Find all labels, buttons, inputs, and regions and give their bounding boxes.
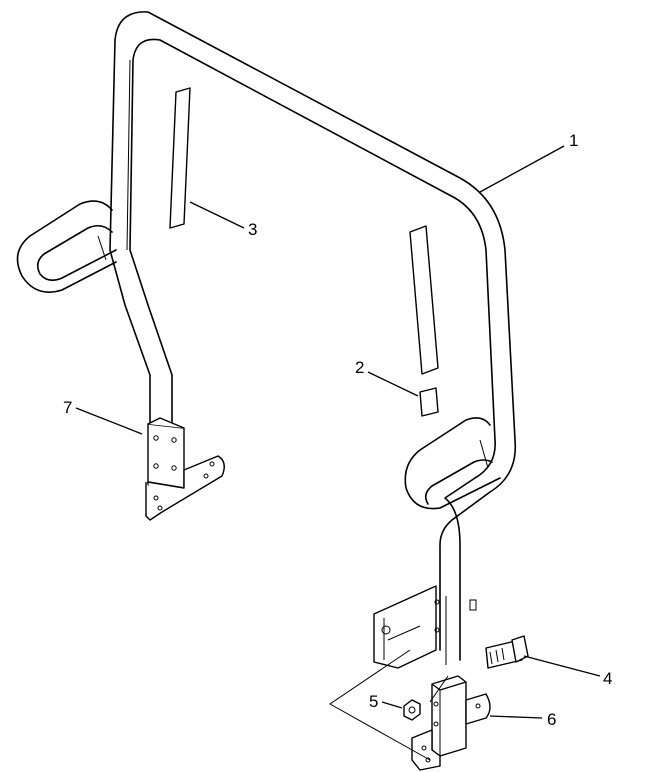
- assembly-lines: [329, 649, 449, 761]
- bolt: [485, 635, 529, 669]
- callout-2: 2: [355, 358, 364, 377]
- roll-bar: [16, 11, 517, 661]
- callout-3: 3: [248, 220, 257, 239]
- callout-1: 1: [569, 131, 578, 150]
- nut: [403, 699, 421, 721]
- decal-3: [169, 87, 191, 229]
- callout-leaders: [75, 145, 601, 719]
- callout-6: 6: [547, 710, 556, 729]
- callout-7: 7: [63, 398, 72, 417]
- decal-2: [409, 225, 439, 417]
- callout-labels: 1 2 3 4 5 6 7: [63, 131, 612, 729]
- left-mount-bracket: [145, 417, 225, 521]
- callout-4: 4: [603, 669, 612, 688]
- right-mount-bracket: [411, 675, 491, 771]
- frame-mount: [373, 585, 477, 669]
- callout-5: 5: [369, 692, 378, 711]
